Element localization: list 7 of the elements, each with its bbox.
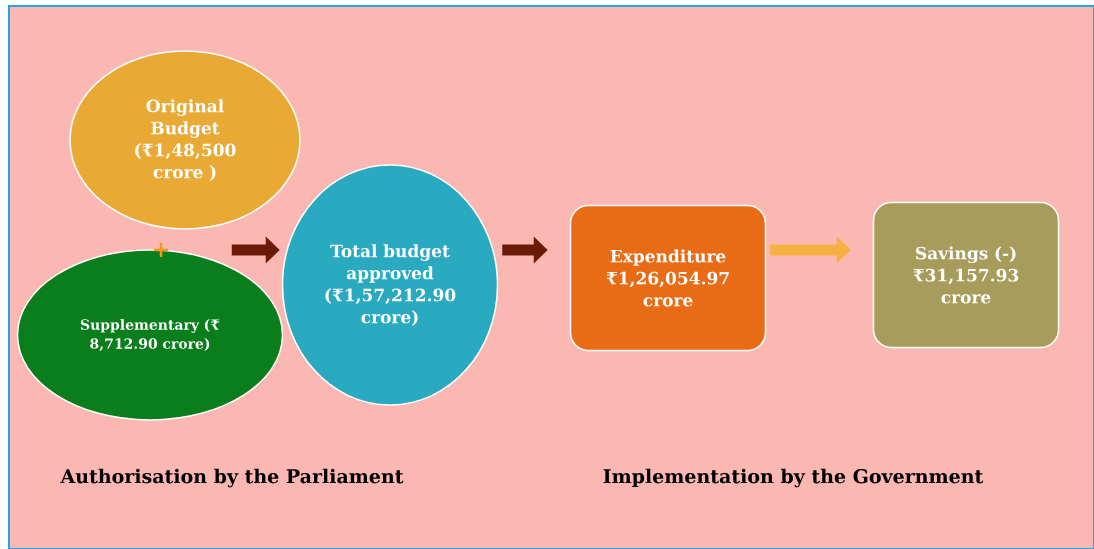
ellipse-node: Original Budget (₹1,48,500 crore ) xyxy=(69,50,301,230)
section-caption: Implementation by the Government xyxy=(603,468,984,488)
rounded-box: Savings (-) ₹31,157.93 crore xyxy=(872,201,1060,349)
rounded-box: Expenditure ₹1,26,054.97 crore xyxy=(569,204,767,352)
ellipse-node: Supplementary (₹ 8,712.90 crore) xyxy=(16,249,284,421)
ellipse-node: Total budget approved (₹1,57,212.90 crore) xyxy=(281,164,499,406)
section-caption: Authorisation by the Parliament xyxy=(60,468,404,488)
